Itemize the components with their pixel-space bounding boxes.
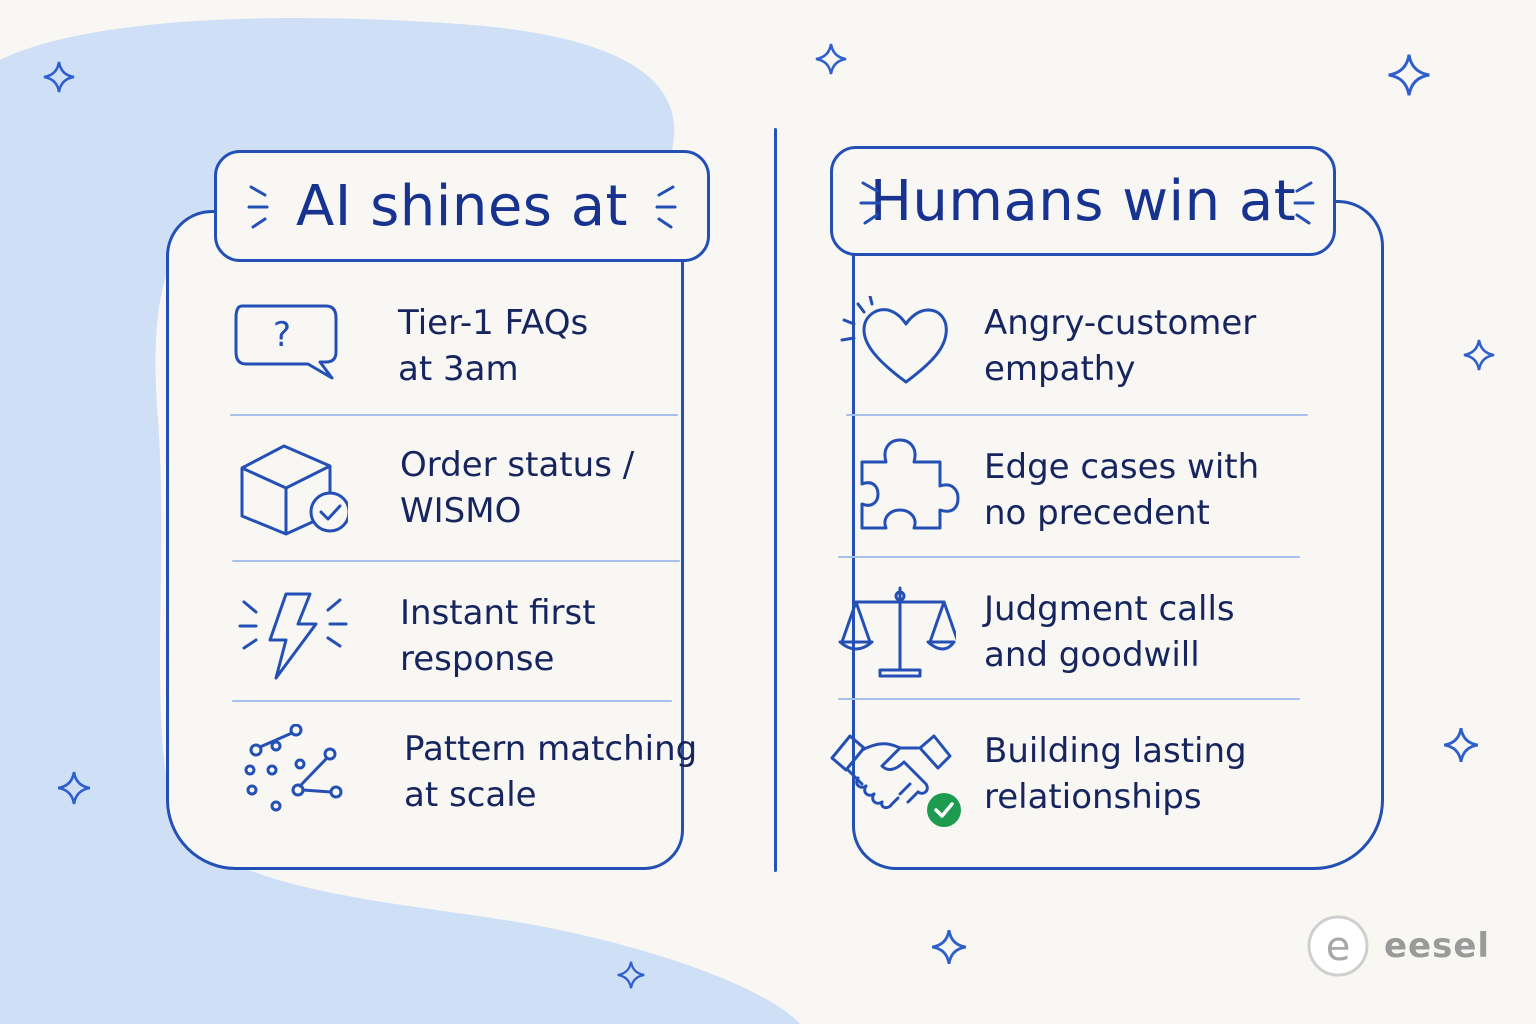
- emphasis-ticks-icon: [859, 181, 881, 225]
- svg-text:?: ?: [273, 315, 291, 355]
- human-item-edge-cases-line1: Edge cases with: [984, 447, 1260, 487]
- human-item-judgment-line2: and goodwill: [984, 635, 1200, 675]
- ai-item-order-status-line1: Order status /: [400, 445, 635, 485]
- ai-item-pattern-matching: Pattern matching at scale: [238, 724, 697, 864]
- ai-panel-title: AI shines at: [295, 173, 629, 239]
- human-item-empathy-line2: empathy: [984, 349, 1136, 389]
- sparkle-icon: [43, 61, 75, 93]
- ai-item-faqs-line2: at 3am: [398, 349, 519, 389]
- scales-icon: [838, 586, 956, 678]
- ai-item-order-status: Order status / WISMO: [228, 440, 668, 580]
- humans-separator: [838, 556, 1300, 558]
- center-divider: [774, 128, 777, 872]
- humans-panel-title: Humans win at: [869, 168, 1297, 234]
- ai-item-pattern-matching-line1: Pattern matching: [404, 729, 698, 769]
- ai-separator: [232, 560, 680, 562]
- human-item-judgment: Judgment calls and goodwill: [836, 584, 1306, 724]
- ai-item-faqs: ? Tier-1 FAQs at 3am: [228, 296, 668, 436]
- ai-item-order-status-line2: WISMO: [400, 491, 522, 531]
- humans-panel-title-box: Humans win at: [830, 146, 1336, 256]
- handshake-check-icon: [830, 734, 961, 827]
- ai-item-instant-response-line2: response: [400, 639, 555, 679]
- emphasis-ticks-icon: [655, 185, 677, 229]
- sparkle-icon: [815, 43, 847, 75]
- sparkle-icon: [1463, 339, 1495, 371]
- sparkle-icon: [57, 771, 91, 805]
- network-nodes-icon: [244, 724, 343, 812]
- human-item-empathy-line1: Angry-customer: [984, 303, 1257, 343]
- sparkle-icon: [617, 961, 645, 989]
- human-item-edge-cases: Edge cases with no precedent: [848, 438, 1318, 578]
- puzzle-piece-icon: [860, 438, 960, 530]
- eesel-brand[interactable]: e eesel: [1306, 914, 1490, 978]
- ai-panel: [166, 210, 684, 870]
- ai-separator: [232, 700, 672, 702]
- human-item-edge-cases-line2: no precedent: [984, 493, 1210, 533]
- humans-separator: [838, 698, 1300, 700]
- sparkle-icon: [1443, 727, 1479, 763]
- ai-panel-title-box: AI shines at: [214, 150, 710, 262]
- human-item-relationships-line2: relationships: [984, 777, 1202, 817]
- ai-item-instant-response-line1: Instant first: [400, 593, 596, 633]
- human-item-relationships: Building lasting relationships: [828, 728, 1308, 868]
- sparkle-icon: [1388, 54, 1430, 96]
- ai-separator: [230, 414, 678, 416]
- ai-item-pattern-matching-line2: at scale: [404, 775, 537, 815]
- sparkle-icon: [931, 929, 967, 965]
- svg-text:e: e: [1326, 924, 1351, 970]
- human-item-relationships-line1: Building lasting: [984, 731, 1247, 771]
- emphasis-ticks-icon: [247, 185, 269, 229]
- emphasis-ticks-icon: [1293, 181, 1315, 225]
- ai-item-faqs-line1: Tier-1 FAQs: [398, 303, 589, 343]
- human-item-judgment-line1: Judgment calls: [984, 589, 1235, 629]
- humans-separator: [846, 414, 1308, 416]
- lightning-icon: [238, 592, 348, 680]
- heart-icon: [840, 296, 948, 384]
- ai-item-instant-response: Instant first response: [234, 586, 674, 726]
- brand-name: eesel: [1384, 926, 1491, 966]
- question-bubble-icon: ?: [234, 304, 338, 380]
- package-check-icon: [240, 444, 348, 536]
- eesel-logo: e: [1307, 915, 1369, 977]
- human-item-empathy: Angry-customer empathy: [836, 296, 1306, 436]
